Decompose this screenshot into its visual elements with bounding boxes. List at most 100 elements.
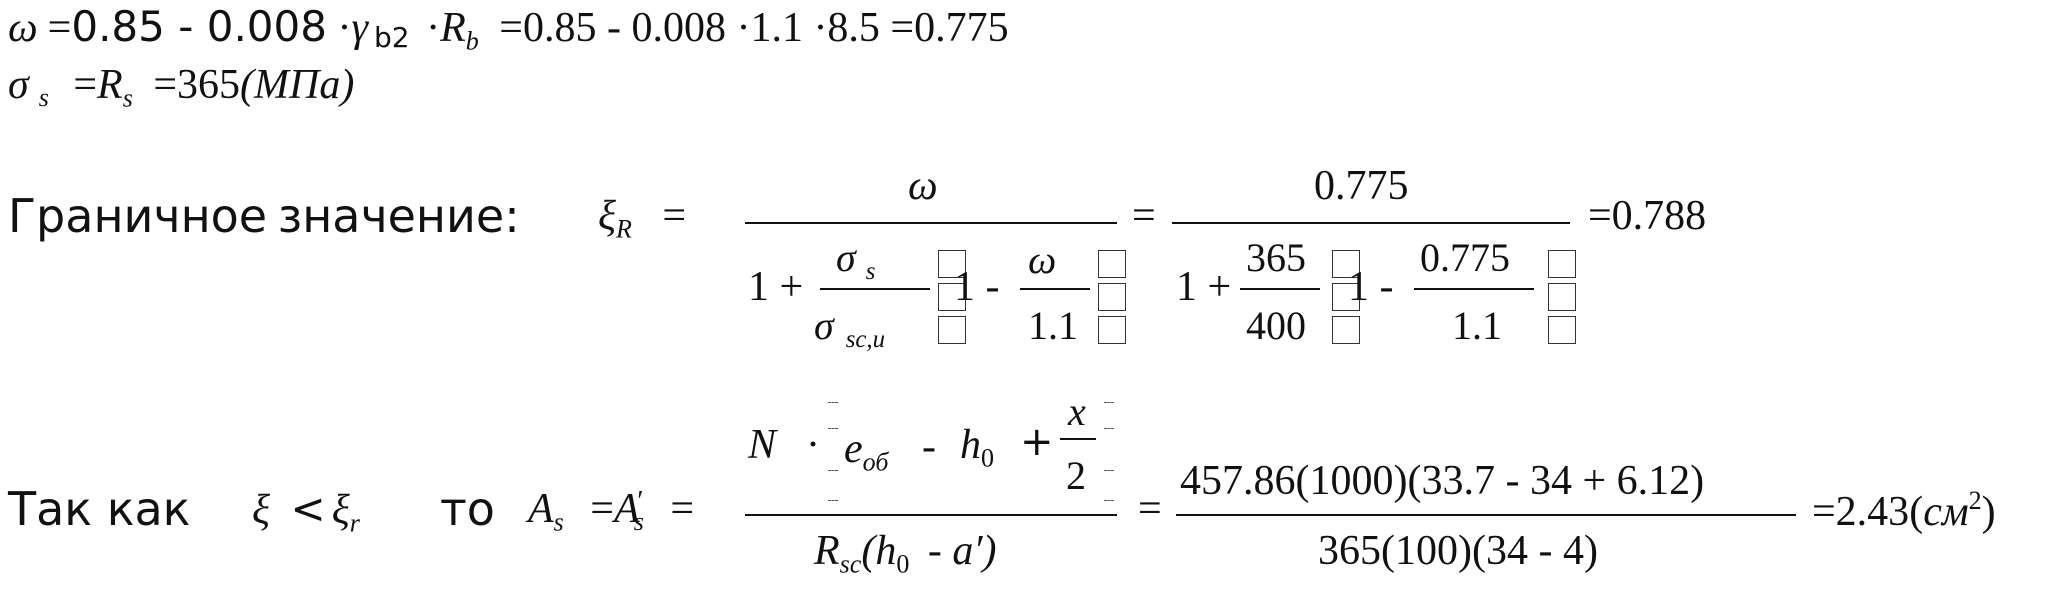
- r-subscript: s: [122, 83, 133, 113]
- omega-numerator: ω: [1028, 237, 1057, 282]
- sigma-subscript: sc,u: [845, 325, 885, 353]
- plus-sign: +: [1020, 419, 1054, 465]
- h-symbol: h: [960, 422, 981, 468]
- r-subscript: sc: [839, 549, 862, 579]
- missing-glyph-box: [1332, 250, 1360, 278]
- fraction1-numerator: ω: [908, 163, 938, 209]
- e-symbol: e: [844, 426, 863, 472]
- missing-glyph-box: [1332, 316, 1360, 344]
- sigma-value: =365: [153, 62, 241, 108]
- omega-symbol: ω: [8, 5, 38, 51]
- numeric-fraction-bar: [1176, 514, 1796, 516]
- numeric-numerator: 457.86(1000)(33.7 - 34 + 6.12): [1180, 458, 1705, 504]
- xi-r-symbol: ξR =: [598, 195, 686, 242]
- missing-glyph-box: [1548, 316, 1576, 344]
- one-minus: 1 -: [954, 264, 1000, 310]
- missing-glyph-box: [1098, 250, 1126, 278]
- omega-denominator: 1.1: [1028, 303, 1078, 348]
- gamma-subscript: b2: [374, 21, 410, 54]
- xi-symbol: ξ: [252, 487, 270, 533]
- as-result: =2.43(см2): [1812, 486, 1996, 536]
- missing-glyph-box: [938, 283, 966, 311]
- h0-term: h0: [960, 424, 994, 471]
- xi-r-result: =0.788: [1588, 193, 1707, 239]
- dot-operator: ·: [337, 5, 352, 51]
- a-symbol: A: [528, 486, 554, 532]
- sigma-subscript: s: [865, 257, 876, 285]
- xi-symbol: ξ: [331, 487, 350, 533]
- bracket-mark: [1104, 470, 1114, 471]
- missing-glyph-box: [1548, 250, 1576, 278]
- missing-glyph-box: [1548, 283, 1576, 311]
- a-prime-term: - a′): [927, 528, 997, 574]
- bracket-mark: [828, 470, 838, 471]
- value-11: 1.1: [1452, 303, 1502, 348]
- bracket-mark: [1104, 402, 1114, 403]
- e-subscript: об: [862, 447, 889, 477]
- xi-subscript: R: [616, 214, 632, 244]
- h-subscript: 0: [896, 549, 910, 579]
- fraction2-numerator: 0.775: [1314, 163, 1409, 209]
- a-subscript: s: [633, 507, 644, 537]
- bracket-mark: [1104, 500, 1114, 501]
- then-label: то: [440, 482, 495, 536]
- equals-sign: =: [1132, 193, 1156, 239]
- equals-sign: =: [47, 5, 72, 51]
- one-minus: 1 -: [1348, 264, 1394, 310]
- r-symbol: R: [97, 62, 123, 108]
- n-symbol: N: [748, 422, 777, 468]
- equals-sign: =: [670, 486, 695, 532]
- x-numerator: x: [1068, 389, 1086, 434]
- sigma-symbol: σ: [8, 62, 29, 108]
- equals-sign: =: [73, 62, 98, 108]
- h-subscript: 0: [981, 443, 995, 473]
- sigma-subscript: s: [38, 83, 49, 113]
- xi-comparison: ξ <ξr: [252, 488, 360, 536]
- unit-exponent: 2: [1968, 486, 1982, 515]
- as-equals: As =A′s =: [528, 488, 694, 535]
- bracket-mark: [1104, 428, 1114, 429]
- result-value: =2.43: [1812, 489, 1910, 536]
- as-denominator: Rsc(h0 - a′): [814, 530, 997, 577]
- boundary-label: Граничное значение:: [8, 189, 520, 243]
- a-subscript: s: [553, 507, 564, 537]
- value-365: 365: [1246, 235, 1306, 280]
- omega-fraction-bar: [1020, 288, 1090, 290]
- sigma-symbol: σ: [836, 235, 856, 280]
- fraction2-one-plus: 1 +: [1176, 264, 1232, 310]
- value-400: 400: [1246, 303, 1306, 348]
- open-paren: (: [1909, 489, 1924, 536]
- x-over-2-bar: [1060, 438, 1096, 440]
- a-prime-symbol: A: [613, 486, 640, 532]
- close-paren: ): [1981, 489, 1996, 536]
- as-fraction-bar: [745, 514, 1117, 516]
- gamma-symbol: γ: [351, 5, 369, 51]
- less-than-sign: <: [290, 484, 326, 533]
- missing-glyph-box: [1098, 316, 1126, 344]
- sigma-fraction-bar: [820, 288, 930, 290]
- since-label: Так как: [8, 482, 191, 536]
- missing-glyph-box: [938, 250, 966, 278]
- ratio-365-400-bar: [1240, 288, 1320, 290]
- xi-subscript: r: [349, 508, 360, 538]
- equals-sign: =: [590, 486, 614, 532]
- h-symbol: (h: [861, 528, 897, 574]
- unit-mpa: (МПа): [240, 62, 355, 108]
- missing-glyph-box: [938, 316, 966, 344]
- e-ob-term: eоб: [844, 428, 888, 475]
- xi-symbol: ξ: [598, 193, 616, 239]
- missing-glyph-box: [1098, 283, 1126, 311]
- fraction2-bar: [1172, 222, 1570, 224]
- bracket-mark: [828, 402, 838, 403]
- equals-sign: =: [1138, 486, 1162, 532]
- unit-cm: см: [1923, 489, 1969, 536]
- ratio-0775-11-bar: [1414, 288, 1534, 290]
- bracket-mark: [828, 500, 838, 501]
- fraction1-denominator: 1 +: [748, 266, 803, 308]
- bracket-mark: [828, 428, 838, 429]
- r-symbol: R: [814, 528, 840, 574]
